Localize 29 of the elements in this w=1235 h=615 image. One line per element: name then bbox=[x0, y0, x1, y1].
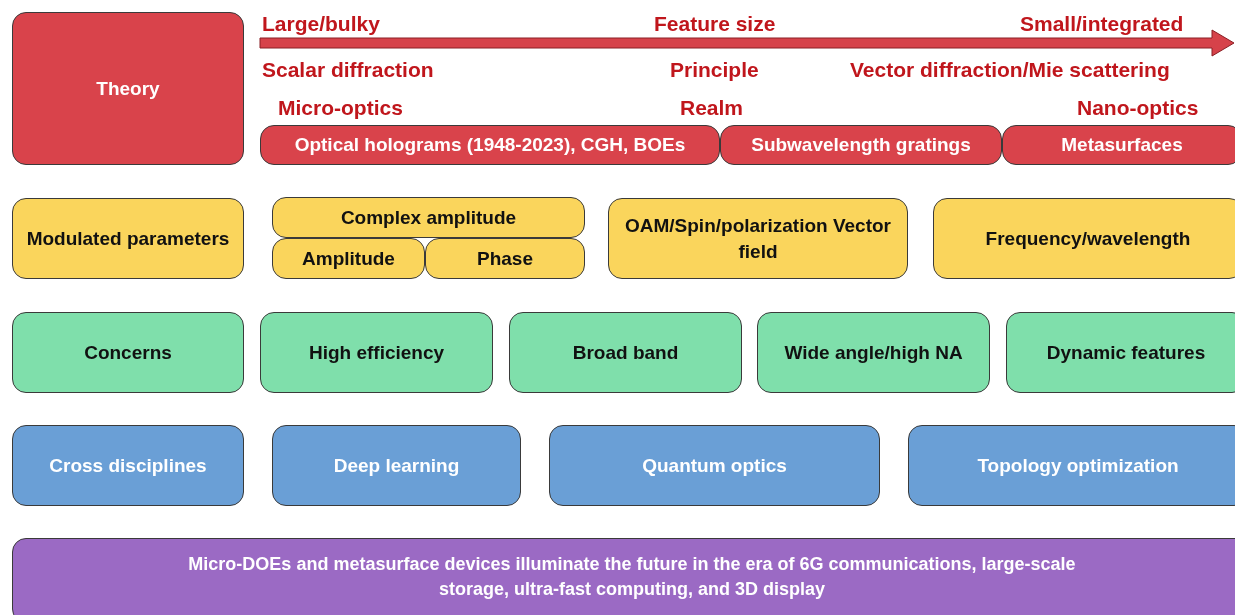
concern-box: Concerns bbox=[12, 312, 244, 393]
scale-label: Large/bulky bbox=[262, 12, 380, 36]
realm-box: Optical holograms (1948-2023), CGH, BOEs bbox=[260, 125, 720, 165]
realm-box: Metasurfaces bbox=[1002, 125, 1235, 165]
scale-label: Scalar diffraction bbox=[262, 58, 434, 82]
theory-box: Theory bbox=[12, 12, 244, 165]
concern-box: Wide angle/high NA bbox=[757, 312, 990, 393]
concern-box: Dynamic features bbox=[1006, 312, 1235, 393]
scale-label: Nano-optics bbox=[1077, 96, 1199, 120]
concern-box: Broad band bbox=[509, 312, 742, 393]
realm-box: Subwavelength gratings bbox=[720, 125, 1002, 165]
scale-label: Realm bbox=[680, 96, 744, 120]
outlook-banner: Micro-DOEs and metasurface devices illuminate the future in the era of 6G communications, large-scale storage, ultra-fast computing, and 3D display bbox=[12, 538, 1235, 615]
parameter-box: OAM/Spin/polarization Vector field bbox=[608, 198, 908, 279]
parameter-box: Frequency/wavelength bbox=[933, 198, 1235, 279]
discipline-box: Deep learning bbox=[272, 425, 521, 506]
parameter-box: Phase bbox=[425, 238, 585, 279]
discipline-box: Cross disciplines bbox=[12, 425, 244, 506]
parameter-box: Complex amplitude bbox=[272, 197, 585, 238]
parameter-box: Amplitude bbox=[272, 238, 425, 279]
scale-label: Small/integrated bbox=[1020, 12, 1184, 36]
discipline-box: Quantum optics bbox=[549, 425, 880, 506]
parameter-box: Modulated parameters bbox=[12, 198, 244, 279]
concern-box: High efficiency bbox=[260, 312, 493, 393]
scale-label: Micro-optics bbox=[278, 96, 403, 120]
scale-label: Feature size bbox=[654, 12, 776, 36]
scale-label: Vector diffraction/Mie scattering bbox=[850, 58, 1170, 82]
scale-label: Principle bbox=[670, 58, 759, 82]
discipline-box: Topology optimization bbox=[908, 425, 1235, 506]
